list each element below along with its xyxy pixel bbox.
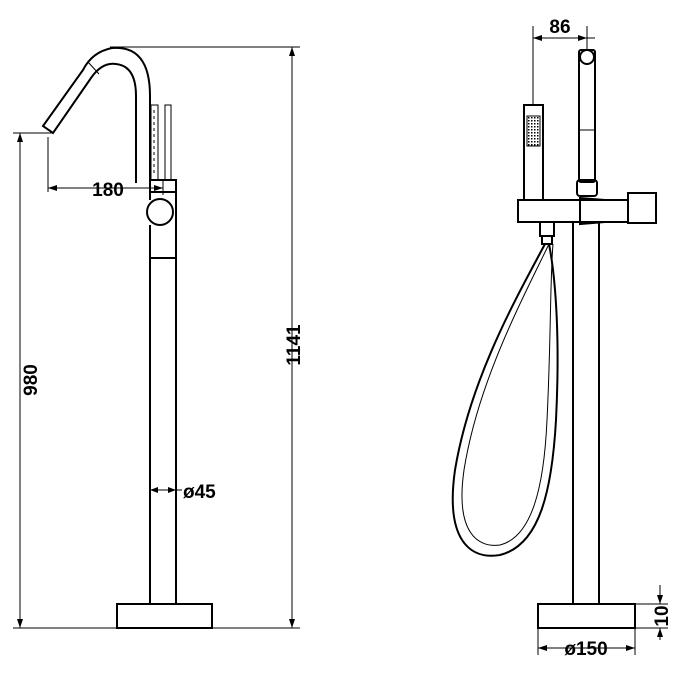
front-dimensions: 1141 980 180 ø45 (13, 46, 305, 629)
side-handle (627, 192, 657, 224)
base-height-label: 10 (652, 605, 673, 626)
front-view (41, 46, 213, 629)
spout-height-label: 980 (21, 364, 42, 396)
shower-hose (451, 243, 559, 557)
spout-reach-label: 180 (92, 180, 124, 201)
hose-connector (539, 221, 555, 237)
side-dimensions: 86 ø150 10 (532, 17, 673, 660)
front-base (116, 603, 213, 629)
spout (41, 46, 151, 183)
base-diameter-label: ø150 (564, 639, 607, 660)
side-view (451, 49, 657, 629)
side-base (537, 603, 636, 629)
shower-rod (578, 49, 596, 183)
total-height-label: 1141 (284, 324, 305, 366)
handle-knob (146, 198, 174, 226)
pipe-diameter-label: ø45 (183, 482, 216, 503)
side-width-label: 86 (549, 17, 570, 38)
mixer-body (517, 199, 629, 223)
holder-block (576, 179, 598, 197)
